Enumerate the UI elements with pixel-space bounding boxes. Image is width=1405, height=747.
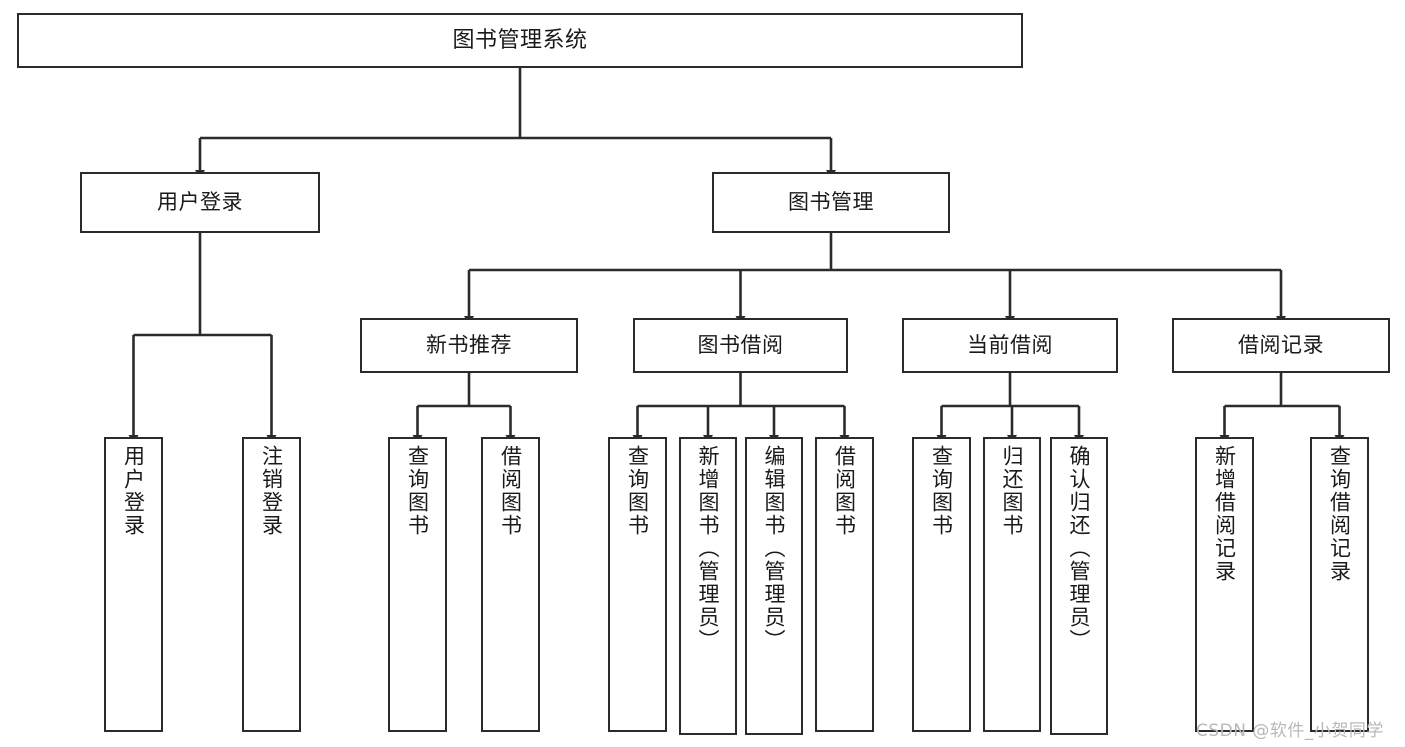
node-leaf-bb-query[interactable]: 查询图书 bbox=[608, 437, 667, 732]
node-leaf-user-login[interactable]: 用户登录 bbox=[104, 437, 163, 732]
node-new-book-rec[interactable]: 新书推荐 bbox=[360, 318, 578, 373]
node-book-borrow[interactable]: 图书借阅 bbox=[633, 318, 848, 373]
node-label: 查询图书 bbox=[929, 445, 954, 537]
node-leaf-cb-confirm[interactable]: 确认归还（管理员） bbox=[1050, 437, 1108, 735]
node-label: 新增借阅记录 bbox=[1212, 445, 1237, 583]
node-leaf-cb-query[interactable]: 查询图书 bbox=[912, 437, 971, 732]
node-book-manage[interactable]: 图书管理 bbox=[712, 172, 950, 233]
node-label: 查询图书 bbox=[625, 445, 650, 537]
node-leaf-cb-return[interactable]: 归还图书 bbox=[983, 437, 1041, 732]
node-label: 图书管理系统 bbox=[452, 27, 588, 53]
node-label: 编辑图书（管理员） bbox=[762, 445, 787, 652]
node-leaf-nbr-query[interactable]: 查询图书 bbox=[388, 437, 447, 732]
node-leaf-nbr-borrow[interactable]: 借阅图书 bbox=[481, 437, 540, 732]
node-leaf-logout[interactable]: 注销登录 bbox=[242, 437, 301, 732]
node-label: 借阅记录 bbox=[1238, 333, 1324, 358]
node-label: 注销登录 bbox=[259, 445, 284, 537]
node-label: 图书借阅 bbox=[697, 333, 784, 358]
node-leaf-bb-borrow[interactable]: 借阅图书 bbox=[815, 437, 874, 732]
node-root[interactable]: 图书管理系统 bbox=[17, 13, 1023, 68]
node-current-borrow[interactable]: 当前借阅 bbox=[902, 318, 1118, 373]
node-label: 确认归还（管理员） bbox=[1067, 445, 1092, 652]
node-label: 用户登录 bbox=[157, 190, 243, 215]
node-label: 查询借阅记录 bbox=[1327, 445, 1352, 583]
node-label: 查询图书 bbox=[405, 445, 430, 537]
node-leaf-br-add[interactable]: 新增借阅记录 bbox=[1195, 437, 1254, 732]
csdn-watermark: CSDN @软件_小贺同学 bbox=[1196, 721, 1384, 741]
node-leaf-bb-add[interactable]: 新增图书（管理员） bbox=[679, 437, 737, 735]
node-label: 图书管理 bbox=[788, 190, 874, 215]
node-label: 借阅图书 bbox=[498, 445, 523, 537]
node-borrow-record[interactable]: 借阅记录 bbox=[1172, 318, 1390, 373]
node-label: 当前借阅 bbox=[967, 333, 1053, 358]
connector-lines bbox=[128, 68, 1345, 444]
node-label: 归还图书 bbox=[1000, 445, 1025, 537]
node-user-login[interactable]: 用户登录 bbox=[80, 172, 320, 233]
node-label: 新增图书（管理员） bbox=[696, 445, 721, 652]
node-leaf-br-query[interactable]: 查询借阅记录 bbox=[1310, 437, 1369, 732]
node-label: 用户登录 bbox=[121, 445, 146, 537]
node-label: 新书推荐 bbox=[426, 333, 512, 358]
node-label: 借阅图书 bbox=[832, 445, 857, 537]
node-leaf-bb-edit[interactable]: 编辑图书（管理员） bbox=[745, 437, 803, 735]
